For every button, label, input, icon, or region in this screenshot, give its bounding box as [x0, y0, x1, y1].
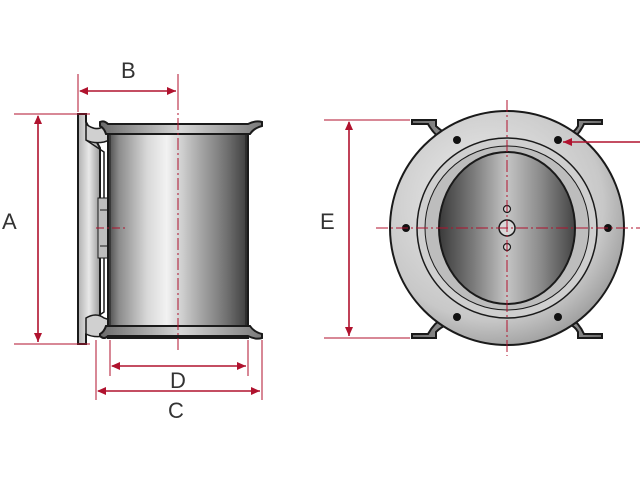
dimension-a: A	[2, 113, 90, 345]
dimension-c-label: C	[168, 398, 184, 423]
dimension-d-label: D	[170, 368, 186, 393]
mounting-plate	[77, 113, 112, 345]
dimension-e-label: E	[320, 209, 335, 234]
bolt-hole	[554, 136, 562, 144]
dimension-c: C	[95, 340, 263, 423]
dimension-a-label: A	[2, 209, 17, 234]
bolt-hole	[554, 313, 562, 321]
front-view	[376, 100, 640, 356]
side-view	[77, 98, 263, 350]
dimension-e: E	[320, 119, 410, 339]
bolt-hole	[453, 313, 461, 321]
bolt-hole	[453, 136, 461, 144]
dimension-d: D	[109, 340, 249, 393]
cylinder-body	[99, 120, 263, 340]
dimension-b: B	[77, 58, 179, 112]
dimension-b-label: B	[121, 58, 136, 83]
bolt-holes	[402, 136, 612, 321]
